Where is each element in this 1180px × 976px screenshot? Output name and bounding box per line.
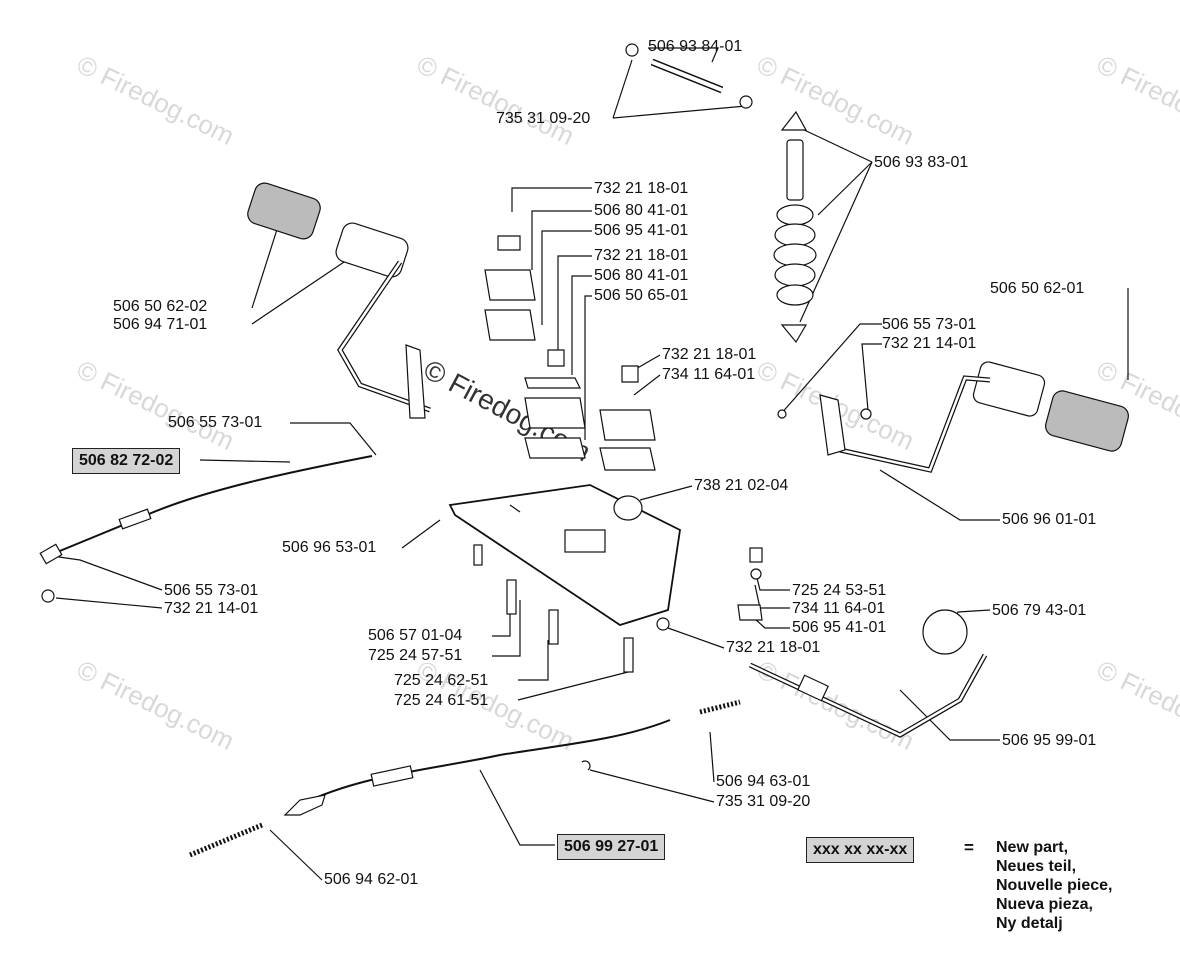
legend-line: Nueva pieza, <box>996 896 1093 913</box>
legend-equals: = <box>964 838 974 857</box>
part-label: 725 24 53-51 <box>792 582 887 599</box>
part-label: 738 21 02-04 <box>694 477 789 494</box>
new-part-label: 506 82 72-02 <box>72 448 181 474</box>
part-label: 725 24 62-51 <box>394 672 489 689</box>
lower-cable <box>189 699 741 858</box>
part-label: 732 21 18-01 <box>594 247 689 264</box>
throttle-cable-left <box>39 455 373 603</box>
part-label: 506 55 73-01 <box>164 582 259 599</box>
spring-pin <box>625 43 753 109</box>
shift-rod <box>748 609 988 738</box>
part-label: 735 31 09-20 <box>496 110 591 127</box>
part-label: 506 79 43-01 <box>992 602 1087 619</box>
part-label: 506 80 41-01 <box>594 202 689 219</box>
legend-line: Nouvelle piece, <box>996 877 1113 894</box>
part-label: 506 50 62-02 <box>113 298 208 315</box>
base-plate <box>448 484 681 626</box>
bolts <box>473 544 763 673</box>
part-label: 732 21 18-01 <box>594 180 689 197</box>
part-label: 506 50 65-01 <box>594 287 689 304</box>
part-label: 506 94 62-01 <box>324 871 419 888</box>
part-label: 506 96 53-01 <box>282 539 377 556</box>
part-label: 506 93 83-01 <box>874 154 969 171</box>
damper <box>773 110 817 344</box>
part-label: 735 31 09-20 <box>716 793 811 810</box>
part-label: 734 11 64-01 <box>662 366 756 383</box>
part-label: 732 21 14-01 <box>882 335 977 352</box>
part-label: 506 95 41-01 <box>594 222 689 239</box>
new-part-label: 506 99 27-01 <box>557 834 666 860</box>
part-label: 506 95 99-01 <box>1002 732 1097 749</box>
legend-line: New part, <box>996 839 1069 856</box>
part-label: 506 55 73-01 <box>882 316 977 333</box>
part-label: 732 21 14-01 <box>164 600 259 617</box>
part-label: 506 94 71-01 <box>113 316 208 333</box>
left-pedal <box>247 182 431 419</box>
legend-line: Neues teil, <box>996 858 1077 875</box>
part-label: 725 24 61-51 <box>394 692 489 709</box>
right-pedal <box>777 361 1129 473</box>
part-label: 725 24 57-51 <box>368 647 463 664</box>
part-label: 734 11 64-01 <box>792 600 886 617</box>
part-label: 506 94 63-01 <box>716 773 811 790</box>
part-label: 506 93 84-01 <box>648 38 743 55</box>
clamp-blocks <box>484 235 656 471</box>
part-label: 506 50 62-01 <box>990 280 1085 297</box>
part-label: 506 80 41-01 <box>594 267 689 284</box>
part-label: 506 95 41-01 <box>792 619 887 636</box>
legend-text: New part, Neues teil, Nouvelle piece, Nu… <box>996 838 1113 933</box>
part-label: 506 55 73-01 <box>168 414 263 431</box>
part-label: 732 21 18-01 <box>662 346 757 363</box>
part-label: 506 57 01-04 <box>368 627 463 644</box>
leader-lines <box>51 47 1129 881</box>
part-label: 506 96 01-01 <box>1002 511 1097 528</box>
legend-line: Ny detalj <box>996 915 1063 932</box>
part-label: 732 21 18-01 <box>726 639 821 656</box>
legend-key-box: xxx xx xx-xx <box>806 837 915 863</box>
